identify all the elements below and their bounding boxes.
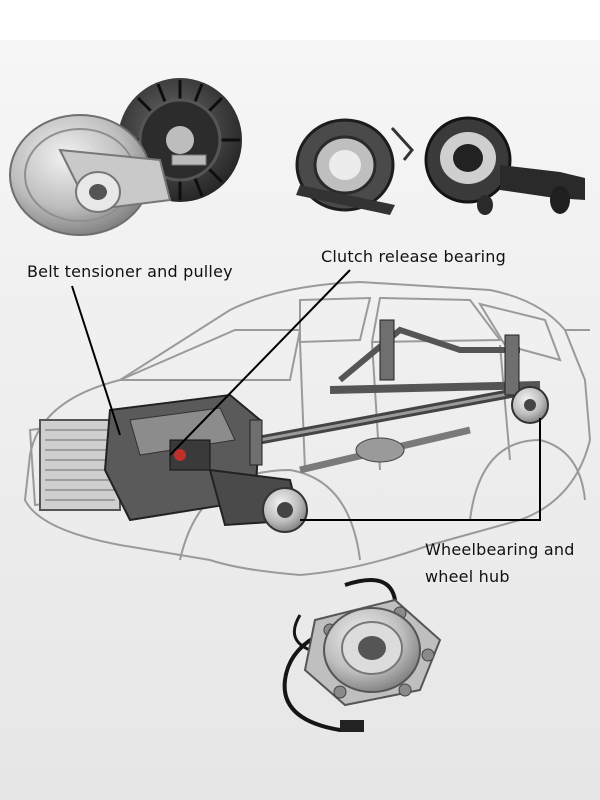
leader-lines [71,269,541,521]
clutch-release-bearing-image [295,116,585,215]
leader-belt-tensioner [71,285,121,436]
belt-tensioner-pulley-image [9,78,242,236]
top-white-band [0,0,600,40]
leader-clutch-bearing [169,269,351,456]
wheel-bearing-label: Wheelbearing and wheel hub [425,536,575,590]
chassis-and-engine [39,319,549,533]
leader-wheel-bearing [300,418,541,521]
wheel-bearing-label-line1: Wheelbearing and [425,540,575,559]
belt-tensioner-label: Belt tensioner and pulley [27,262,233,281]
wheel-bearing-hub-image [282,578,442,733]
clutch-bearing-label: Clutch release bearing [321,247,507,266]
wheel-bearing-label-line2: wheel hub [425,567,510,586]
